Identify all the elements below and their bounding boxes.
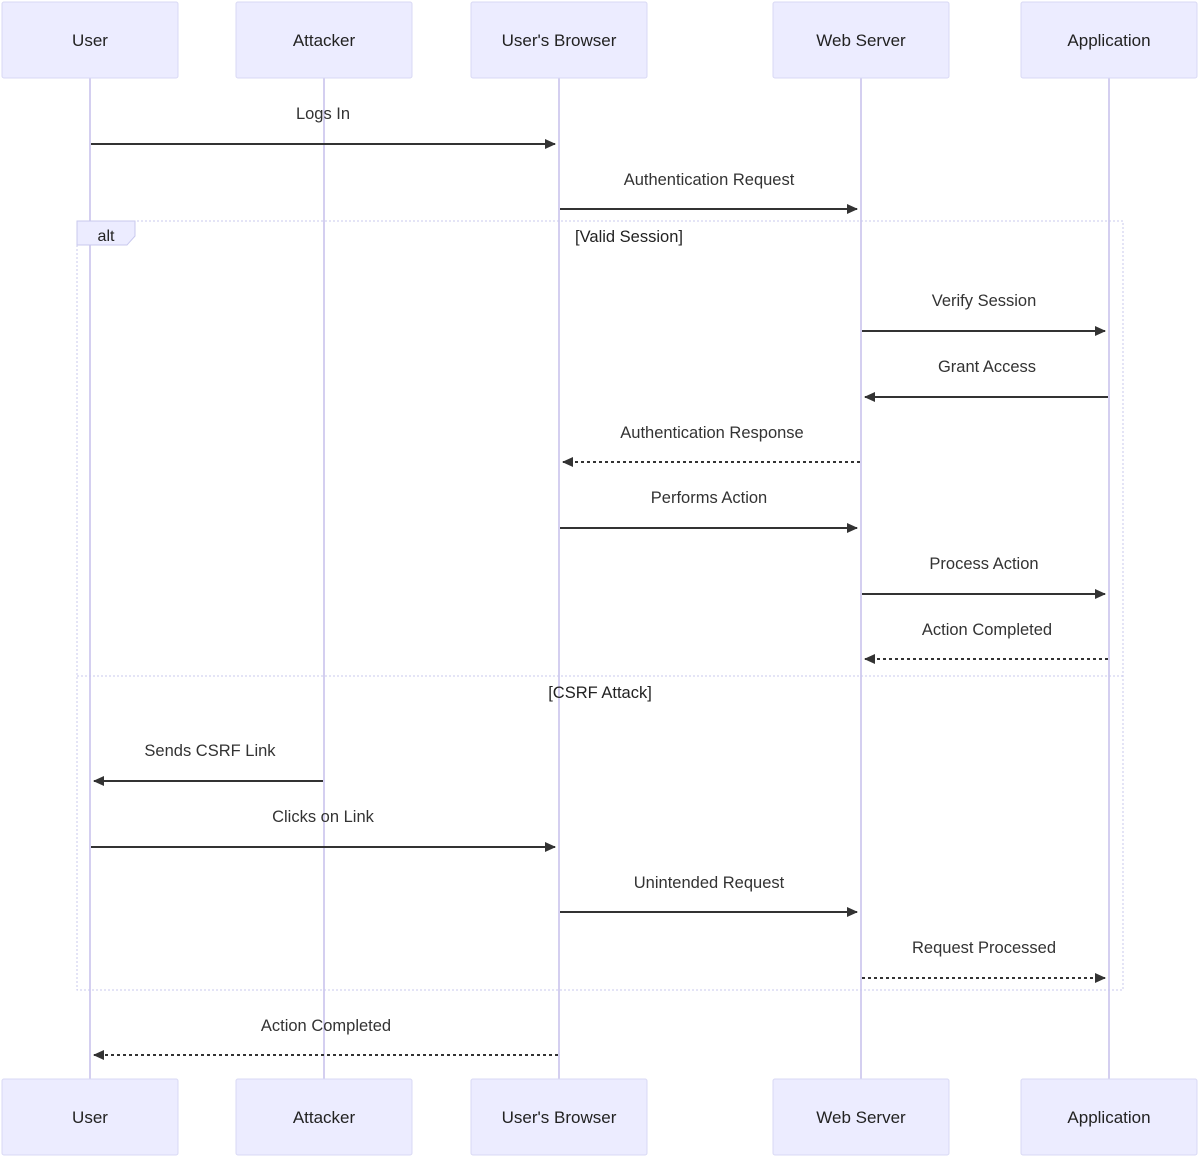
alt-condition-valid-session: [Valid Session] [575,228,683,246]
actor-browser-top[interactable]: User's Browser [470,1,648,79]
actor-box [1,1078,179,1156]
actor-label: User's Browser [502,31,617,50]
actor-box [772,1,950,79]
message-label-action-completed-browser: Action Completed [261,1017,391,1035]
actor-box [470,1078,648,1156]
actor-label: User [72,31,108,50]
actor-label: Application [1067,31,1150,50]
actors-top: User Attacker User's Browser Web Server … [1,1,1198,79]
message-label-unintended-request: Unintended Request [634,874,785,892]
actor-box [235,1,413,79]
alt-frame-tab [76,220,136,246]
actor-user-bottom[interactable]: User [1,1078,179,1156]
message-label-sends-csrf-link: Sends CSRF Link [144,742,276,760]
message-label-logs-in: Logs In [296,105,350,123]
message-label-action-completed-app: Action Completed [922,621,1052,639]
message-label-grant-access: Grant Access [938,358,1036,376]
actor-app-top[interactable]: Application [1020,1,1198,79]
message-label-authentication-request: Authentication Request [624,171,795,189]
alt-frame-border [76,220,1124,991]
actor-box [772,1078,950,1156]
messages: Logs In Authentication Request Verify Se… [91,105,1108,1060]
actor-label: Application [1067,1108,1150,1127]
actor-label: Web Server [816,31,906,50]
actor-attacker-bottom[interactable]: Attacker [235,1078,413,1156]
actor-browser-bottom[interactable]: User's Browser [470,1078,648,1156]
actor-server-bottom[interactable]: Web Server [772,1078,950,1156]
message-label-process-action: Process Action [929,555,1038,573]
actors-bottom: User Attacker User's Browser Web Server … [1,1078,1198,1156]
lifelines [89,78,1110,1079]
alt-frame: alt [Valid Session] [CSRF Attack] [76,220,1124,991]
actor-label: Attacker [293,31,356,50]
message-label-verify-session: Verify Session [932,292,1037,310]
alt-condition-csrf-attack: [CSRF Attack] [548,684,652,702]
actor-server-top[interactable]: Web Server [772,1,950,79]
actor-box [1,1,179,79]
actor-user-top[interactable]: User [1,1,179,79]
actor-label: User's Browser [502,1108,617,1127]
alt-frame-label: alt [98,228,115,245]
actor-box [470,1,648,79]
message-label-clicks-on-link: Clicks on Link [272,808,375,826]
actor-label: User [72,1108,108,1127]
message-label-authentication-response: Authentication Response [620,424,803,442]
message-label-performs-action: Performs Action [651,489,767,507]
actor-app-bottom[interactable]: Application [1020,1078,1198,1156]
actor-label: Attacker [293,1108,356,1127]
actor-attacker-top[interactable]: Attacker [235,1,413,79]
actor-box [235,1078,413,1156]
actor-box [1020,1,1198,79]
actor-box [1020,1078,1198,1156]
message-label-request-processed: Request Processed [912,939,1056,957]
actor-label: Web Server [816,1108,906,1127]
